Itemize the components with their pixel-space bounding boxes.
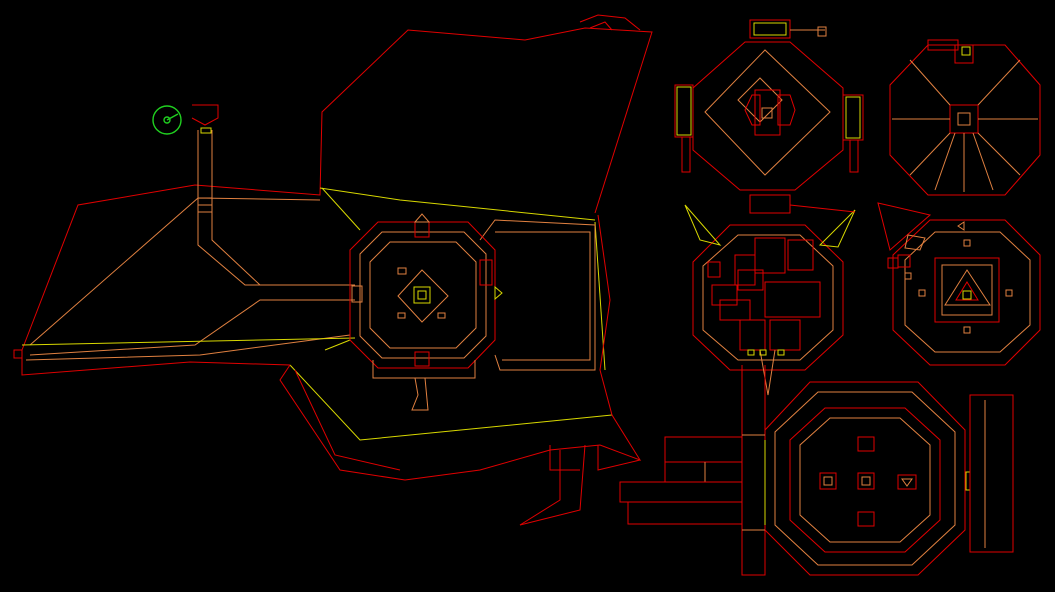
room-east-hall (969, 394, 1014, 553)
room-south-octagon (764, 381, 971, 576)
room-central-octagon (684, 194, 856, 396)
central-fortress (349, 213, 503, 411)
corridor-south (619, 365, 766, 576)
structure-north-tip (579, 14, 641, 31)
room-north-octagon (674, 19, 864, 191)
room-east-pyramid (877, 202, 1041, 366)
room-northeast-radial (889, 39, 1041, 196)
outdoor-area-west (13, 27, 653, 526)
player-position-marker-icon (152, 105, 182, 135)
